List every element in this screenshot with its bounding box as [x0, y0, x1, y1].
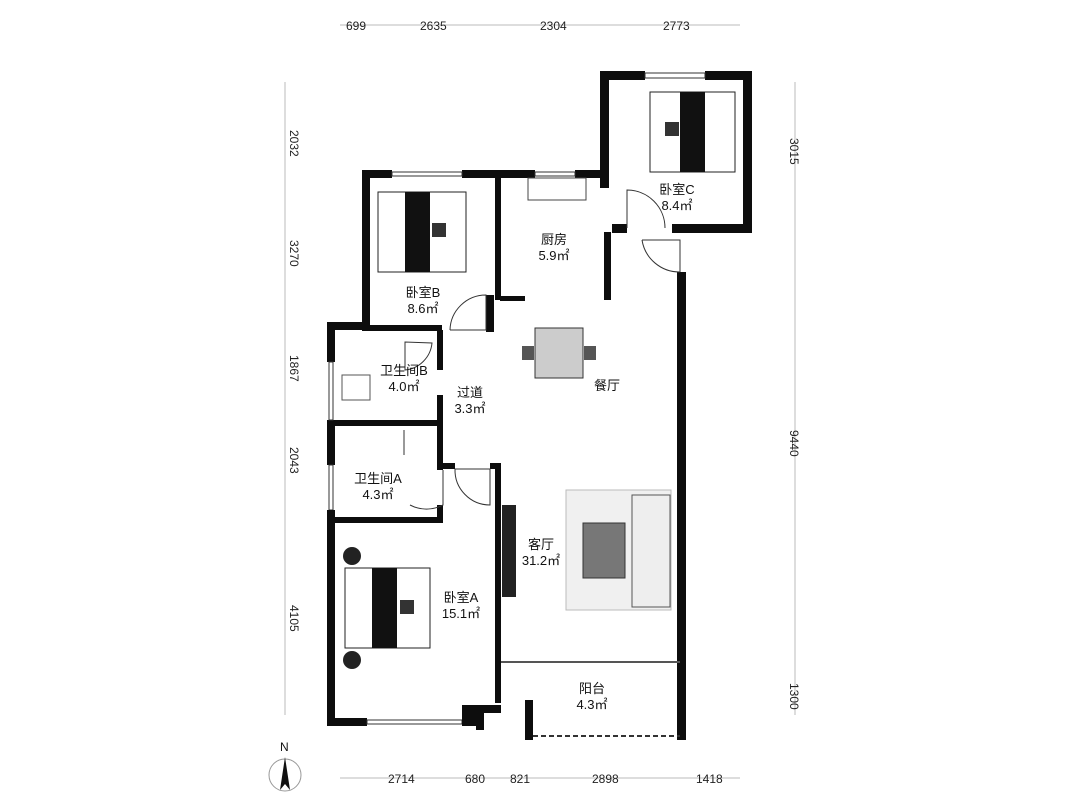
dim-bottom-5: 1418 [696, 772, 723, 786]
room-area-living: 31.2㎡ [522, 553, 560, 568]
walls [327, 71, 752, 740]
room-name-bedroom-b: 卧室B [406, 285, 441, 300]
room-name-corridor: 过道 [457, 385, 483, 400]
room-name-bedroom-c: 卧室C [659, 182, 694, 197]
dim-top-1: 699 [346, 19, 366, 33]
room-name-living: 客厅 [528, 537, 554, 552]
room-area-bedroom-b: 8.6㎡ [407, 301, 438, 316]
room-area-kitchen: 5.9㎡ [538, 248, 569, 263]
bottom-dimensions: 2714 680 821 2898 1418 [388, 772, 723, 786]
bed-c [649, 91, 736, 173]
room-area-corridor: 3.3㎡ [454, 401, 485, 416]
left-dimensions: 2032 3270 1867 2043 4105 [287, 130, 301, 632]
dim-left-4: 2043 [287, 447, 301, 474]
sofa [631, 494, 671, 608]
room-area-bath-a: 4.3㎡ [362, 487, 393, 502]
room-name-dining: 餐厅 [594, 378, 620, 393]
doors [403, 189, 681, 510]
dim-left-2: 3270 [287, 240, 301, 267]
dim-top-3: 2304 [540, 19, 567, 33]
compass-north-label: N [280, 740, 289, 754]
bed-b [377, 191, 467, 273]
stove [527, 177, 587, 201]
room-name-kitchen: 厨房 [541, 232, 567, 247]
dining-table [522, 327, 596, 379]
dim-bottom-1: 2714 [388, 772, 415, 786]
coffee-table [582, 522, 626, 579]
dim-left-1: 2032 [287, 130, 301, 157]
dim-bottom-2: 680 [465, 772, 485, 786]
room-area-bedroom-a: 15.1㎡ [442, 606, 480, 621]
dim-bottom-3: 821 [510, 772, 530, 786]
dim-top-4: 2773 [663, 19, 690, 33]
dim-top-2: 2635 [420, 19, 447, 33]
room-name-bath-b: 卫生间B [380, 363, 428, 378]
dim-right-2: 9440 [787, 430, 801, 457]
right-dimensions: 3015 9440 1300 [787, 138, 801, 710]
room-name-balcony: 阳台 [579, 681, 605, 696]
dim-left-3: 1867 [287, 355, 301, 382]
room-labels: 卧室C 8.4㎡ 厨房 5.9㎡ 卧室B 8.6㎡ 卫生间B 4.0㎡ 过道 3… [354, 182, 695, 712]
room-name-bath-a: 卫生间A [354, 471, 402, 486]
furniture [341, 91, 736, 669]
dim-left-5: 4105 [287, 605, 301, 632]
room-area-bath-b: 4.0㎡ [388, 379, 419, 394]
top-dimensions: 699 2635 2304 2773 [346, 19, 690, 33]
room-name-bedroom-a: 卧室A [444, 590, 479, 605]
room-area-balcony: 4.3㎡ [576, 697, 607, 712]
bathtub [341, 374, 371, 401]
dim-right-1: 3015 [787, 138, 801, 165]
tv-cabinet [502, 505, 516, 597]
room-area-bedroom-c: 8.4㎡ [661, 198, 692, 213]
compass: N [268, 740, 302, 792]
dim-right-3: 1300 [787, 683, 801, 710]
north-arrow-icon [280, 757, 290, 790]
dim-bottom-4: 2898 [592, 772, 619, 786]
bed-a [343, 547, 431, 669]
dimension-lines [284, 24, 796, 779]
